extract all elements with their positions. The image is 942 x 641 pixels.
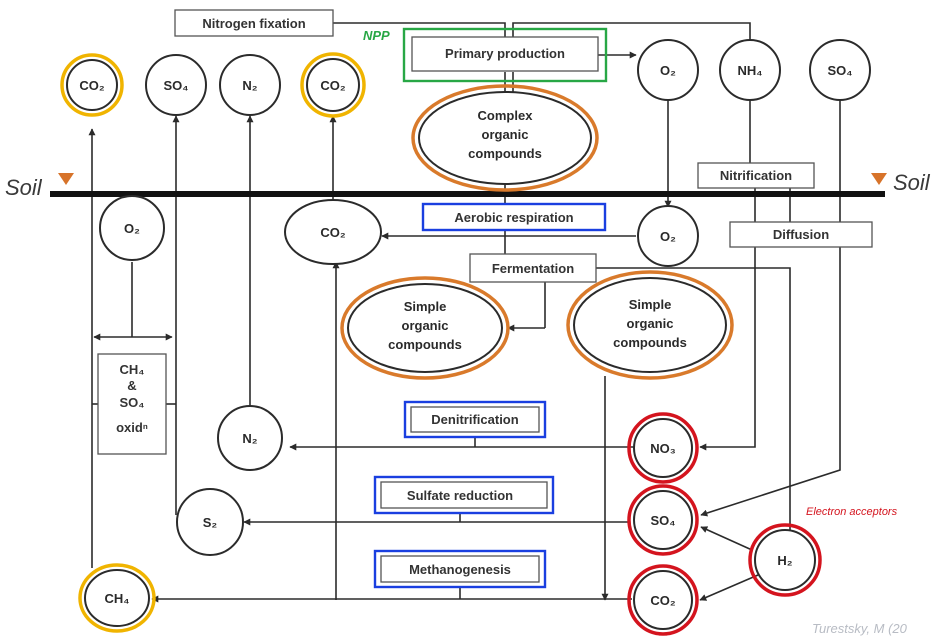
ch4-ring xyxy=(78,563,156,633)
simple-organic-right-ring xyxy=(566,270,734,380)
co2-mid-label: CO₂ xyxy=(320,225,346,240)
primary-production-label: Primary production xyxy=(445,46,565,61)
h2-ring xyxy=(748,523,822,597)
o2-top-label: O₂ xyxy=(660,63,676,78)
electron-acceptors-label: Electron acceptors xyxy=(806,506,898,518)
simple-organic-right-line3: compounds xyxy=(613,335,687,350)
h2-node xyxy=(754,529,816,591)
co2-top-mid-label: CO₂ xyxy=(320,78,346,93)
so4-top-left-label: SO₄ xyxy=(164,78,189,93)
s2-node xyxy=(176,488,244,556)
simple-organic-left-node xyxy=(347,283,503,373)
ch4-node xyxy=(84,569,150,627)
nh4-top-node xyxy=(719,39,781,101)
no3-node xyxy=(633,418,693,478)
nitrification-label: Nitrification xyxy=(720,168,792,183)
ch4-so4-oxidation-line3: SO₄ xyxy=(120,395,145,410)
n2-bottom-label: N₂ xyxy=(242,431,257,446)
soil-surface: Soil Soil xyxy=(5,170,931,200)
o2-left-label: O₂ xyxy=(124,221,140,236)
methanogenesis-inner-box xyxy=(380,555,540,583)
so4-bottom-label: SO₄ xyxy=(651,513,676,528)
n2-top-label: N₂ xyxy=(242,78,257,93)
so4-top-right-node xyxy=(809,39,871,101)
so4-top-left-node xyxy=(145,54,207,116)
soil-marker-left-icon xyxy=(58,173,74,185)
co2-top-left-label: CO₂ xyxy=(79,78,105,93)
methanogenesis-label: Methanogenesis xyxy=(409,562,511,577)
simple-organic-right-line2: organic xyxy=(627,316,674,331)
so4-bottom-node xyxy=(633,490,693,550)
co2-top-mid-ring xyxy=(300,52,366,118)
ch4-so4-oxidation-line4: oxidⁿ xyxy=(116,420,148,435)
soil-label-left: Soil xyxy=(5,175,43,200)
aerobic-respiration-box xyxy=(421,202,607,232)
soil-marker-right-icon xyxy=(871,173,887,185)
simple-organic-right-node xyxy=(573,277,727,373)
denitrification-inner-box xyxy=(410,406,540,433)
o2-top-node xyxy=(637,39,699,101)
n2-bottom-node xyxy=(217,405,283,471)
ch4-so4-oxidation-line1: CH₄ xyxy=(120,362,145,377)
aerobic-respiration-label: Aerobic respiration xyxy=(454,210,573,225)
co2-top-left-node xyxy=(66,59,118,111)
sulfate-reduction-label: Sulfate reduction xyxy=(407,488,513,503)
credit-text: Turestsky, M (20 xyxy=(812,621,908,636)
process-boxes: Nitrogen fixation Primary production NPP… xyxy=(97,9,873,589)
chemical-nodes: CO₂ SO₄ N₂ CO₂ O₂ NH₄ SO₄ Complex organi… xyxy=(60,39,871,636)
simple-organic-left-ring xyxy=(340,276,510,380)
complex-organic-node xyxy=(418,91,592,185)
sulfate-reduction-inner-box xyxy=(380,481,548,509)
co2-top-mid-node xyxy=(306,58,360,112)
so4-top-right-label: SO₄ xyxy=(828,63,853,78)
nitrogen-fixation-label: Nitrogen fixation xyxy=(202,16,305,31)
co2-top-left-ring xyxy=(60,53,124,117)
complex-organic-line3: compounds xyxy=(468,146,542,161)
co2-bottom-ring xyxy=(627,564,699,636)
simple-organic-left-line2: organic xyxy=(402,318,449,333)
complex-organic-line1: Complex xyxy=(478,108,534,123)
s2-label: S₂ xyxy=(203,515,218,530)
nh4-top-label: NH₄ xyxy=(738,63,763,78)
ch4-so4-oxidation-box xyxy=(97,353,167,455)
primary-production-box xyxy=(411,36,599,72)
so4-bottom-ring xyxy=(627,484,699,556)
simple-organic-left-line1: Simple xyxy=(404,299,447,314)
npp-frame xyxy=(402,27,608,83)
simple-organic-right-line1: Simple xyxy=(629,297,672,312)
o2-right-label: O₂ xyxy=(660,229,676,244)
no3-label: NO₃ xyxy=(650,441,676,456)
o2-left-node xyxy=(99,195,165,261)
n2-top-node xyxy=(219,54,281,116)
co2-bottom-node xyxy=(633,570,693,630)
h2-label: H₂ xyxy=(777,553,792,568)
co2-mid-node xyxy=(284,199,382,265)
ch4-label: CH₄ xyxy=(105,591,130,606)
co2-bottom-label: CO₂ xyxy=(650,593,676,608)
complex-organic-ring xyxy=(411,84,599,192)
npp-label: NPP xyxy=(363,28,390,43)
o2-right-node xyxy=(637,205,699,267)
diffusion-box xyxy=(729,221,873,248)
nitrification-box xyxy=(697,162,815,189)
fermentation-box xyxy=(469,253,597,283)
denitrification-label: Denitrification xyxy=(431,412,518,427)
diffusion-label: Diffusion xyxy=(773,227,829,242)
ch4-so4-oxidation-line2: & xyxy=(127,378,136,393)
complex-organic-line2: organic xyxy=(482,127,529,142)
simple-organic-left-line3: compounds xyxy=(388,337,462,352)
no3-ring xyxy=(627,412,699,484)
nitrogen-fixation-box xyxy=(174,9,334,37)
soil-surface-line xyxy=(50,191,885,197)
soil-label-right: Soil xyxy=(893,170,931,195)
fermentation-label: Fermentation xyxy=(492,261,574,276)
